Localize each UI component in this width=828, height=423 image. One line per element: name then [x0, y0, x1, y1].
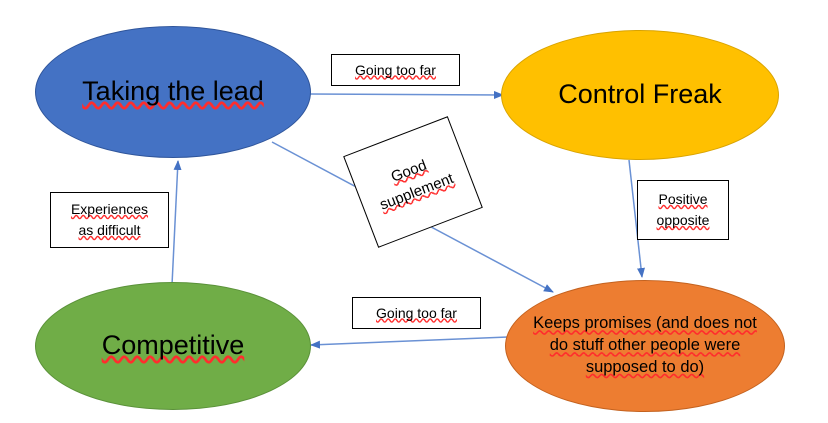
- edge-label-going-too-far-bottom-text: Going too far: [376, 304, 457, 321]
- edge-control-freak-to-keeps-promises: [628, 159, 645, 278]
- node-competitive[interactable]: Competitive: [35, 282, 311, 410]
- node-keeps-promises[interactable]: Keeps promises (and does not do stuff ot…: [505, 280, 785, 412]
- node-taking-the-lead[interactable]: Taking the lead: [35, 26, 311, 158]
- edge-taking-the-lead-to-control-freak: [308, 90, 504, 99]
- node-control-freak[interactable]: Control Freak: [501, 30, 779, 160]
- edge-competitive-to-taking-the-lead: [171, 160, 182, 286]
- node-taking-the-lead-label: Taking the lead: [82, 76, 264, 107]
- edge-label-going-too-far-bottom[interactable]: Going too far: [352, 297, 481, 329]
- edge-label-going-too-far-top[interactable]: Going too far: [331, 54, 460, 86]
- edge-label-going-too-far-top-text: Going too far: [355, 61, 436, 78]
- node-control-freak-label: Control Freak: [558, 79, 722, 110]
- node-keeps-promises-label: Keeps promises (and does not do stuff ot…: [533, 314, 757, 376]
- edge-label-experiences-as-difficult-text: Experiences as difficult: [70, 201, 149, 238]
- edge-label-good-supplement-text: Good supplement: [377, 156, 457, 214]
- edge-label-positive-opposite[interactable]: Positive opposite: [637, 180, 729, 240]
- edge-label-positive-opposite-text: Positive opposite: [656, 191, 710, 228]
- node-competitive-label: Competitive: [101, 330, 245, 361]
- edge-keeps-promises-to-competitive: [310, 336, 509, 349]
- edge-label-experiences-as-difficult[interactable]: Experiences as difficult: [50, 192, 169, 248]
